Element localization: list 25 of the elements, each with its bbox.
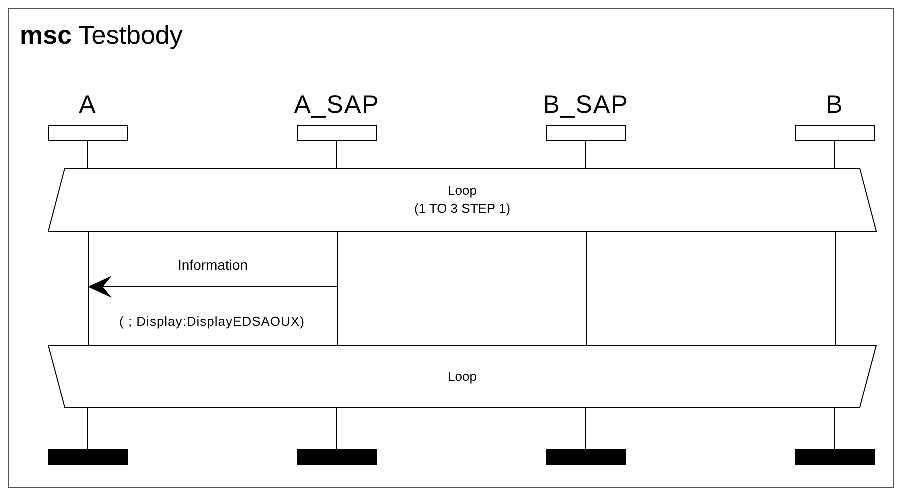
instance-name: A_SAP [293,90,381,120]
instance-name: B [825,90,845,120]
instance-name: B_SAP [542,90,630,120]
lifeline [834,408,836,450]
loop-inline-frame [48,345,877,408]
loop-bounds: (1 TO 3 STEP 1) [414,201,511,216]
instance-end-bar [297,449,377,465]
loop-inline-frame [48,168,877,232]
instance-end-bar [48,449,128,465]
loop-keyword: Loop [448,368,477,384]
message-name: Information [176,257,250,273]
lifeline [337,232,338,345]
lifeline [88,232,89,345]
message-parameters: ( ; Display:DisplayEDSAOUX) [120,314,305,329]
message-arrow [88,276,338,298]
instance-end-bar [546,449,626,465]
loop-keyword: Loop [448,183,477,198]
lifeline [336,408,338,450]
instance-end-bar [795,449,875,465]
lifeline [586,232,587,345]
diagram-title: msc Testbody [20,20,183,51]
lifeline [336,140,338,168]
lifeline [835,232,836,345]
instance-name: A [78,90,98,120]
lifeline [834,140,836,168]
